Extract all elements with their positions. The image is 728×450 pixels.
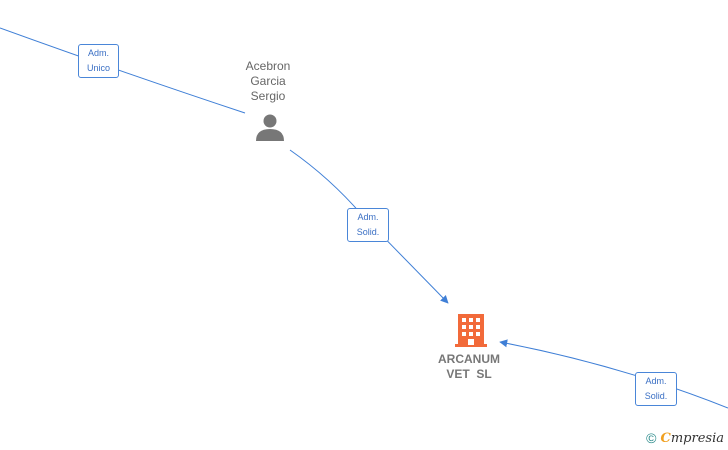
person-name-line: Sergio bbox=[250, 89, 286, 103]
edge-role-box-person-company[interactable]: Adm. Solid. bbox=[347, 208, 389, 242]
role-label-line: Unico bbox=[86, 63, 110, 73]
edge-line-right-company bbox=[499, 339, 728, 409]
copyright-symbol: © bbox=[646, 430, 657, 446]
person-name: Acebron Garcia Sergio bbox=[230, 59, 306, 104]
company-name-line: ARCANUM bbox=[438, 352, 500, 366]
person-name-line: Garcia bbox=[250, 74, 286, 88]
person-name-line: Acebron bbox=[245, 59, 291, 73]
company-name: ARCANUM VET SL bbox=[428, 352, 510, 382]
role-label-line: Adm. bbox=[357, 212, 379, 222]
edge-line-top-left bbox=[0, 27, 246, 114]
role-label-line: Solid. bbox=[356, 227, 380, 237]
edge-role-box-top-left[interactable]: Adm. Unico bbox=[78, 44, 119, 78]
role-label-line: Adm. bbox=[645, 376, 667, 386]
brand-logo-initial: C bbox=[660, 431, 671, 446]
role-label-line: Adm. bbox=[87, 48, 109, 58]
building-icon[interactable] bbox=[455, 314, 487, 347]
company-name-line: VET SL bbox=[446, 367, 492, 381]
person-icon[interactable] bbox=[256, 114, 284, 142]
brand-name: mpresia bbox=[670, 431, 724, 446]
brand-watermark: © Cmpresia bbox=[646, 430, 724, 446]
edge-role-box-right-company[interactable]: Adm. Solid. bbox=[635, 372, 677, 406]
role-label-line: Solid. bbox=[644, 391, 668, 401]
